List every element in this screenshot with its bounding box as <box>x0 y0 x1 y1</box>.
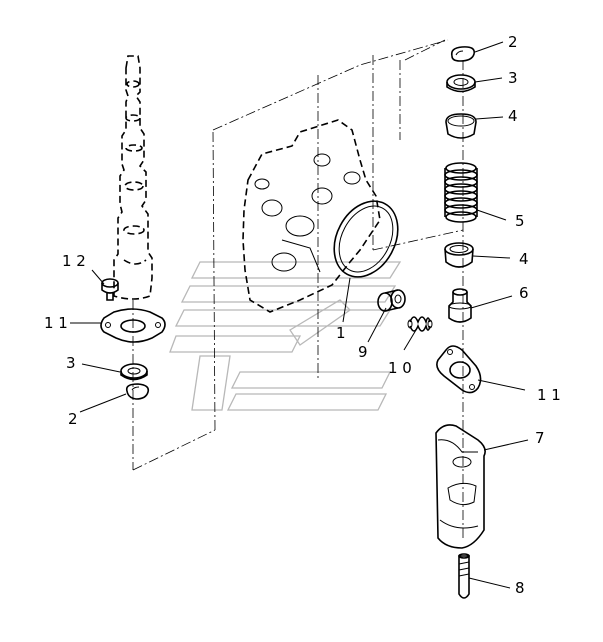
center-lines <box>132 39 464 540</box>
callout-3-left: 3 <box>66 354 76 372</box>
callout-10: 1 0 <box>388 359 412 377</box>
washer-part-3-right <box>446 74 476 93</box>
spring-part-5 <box>444 162 478 223</box>
callout-6: 6 <box>519 284 529 302</box>
gasket-part-11-right <box>436 345 482 394</box>
spring-part-10 <box>407 316 433 332</box>
callout-8: 8 <box>515 579 525 597</box>
snap-ring-part-2-left <box>125 383 150 400</box>
plug-part-6 <box>448 288 472 323</box>
callout-3-right: 3 <box>508 69 518 87</box>
cover-part-7 <box>435 424 486 549</box>
callout-11-right: 1 1 <box>537 386 561 404</box>
valve-body <box>242 119 381 313</box>
callout-7: 7 <box>535 429 545 447</box>
callout-labels: 2 3 4 5 4 6 1 9 1 0 1 1 7 8 1 2 1 1 3 2 <box>44 33 561 597</box>
callout-1: 1 <box>336 324 346 342</box>
valve-spool <box>113 55 153 300</box>
callout-9: 9 <box>358 343 368 361</box>
seat-part-4-bottom <box>444 242 474 268</box>
callout-11-left: 1 1 <box>44 314 68 332</box>
callout-2-left: 2 <box>68 410 78 428</box>
leader-lines <box>70 41 529 589</box>
screw-part-12 <box>101 278 119 301</box>
watermark-logo <box>169 261 402 411</box>
callout-2-right: 2 <box>508 33 518 51</box>
callout-5: 5 <box>515 212 525 230</box>
flange-part-11-left <box>100 308 166 343</box>
washer-part-3-left <box>120 363 148 381</box>
callout-4-top: 4 <box>508 107 518 125</box>
seat-part-4-top <box>445 113 477 139</box>
callout-4-bottom: 4 <box>519 250 529 268</box>
callout-12-left: 1 2 <box>62 252 86 270</box>
bolt-part-8 <box>458 553 470 599</box>
sleeve-part-9 <box>377 289 406 312</box>
snap-ring-part-2-right <box>450 46 476 62</box>
o-ring-part-1 <box>333 200 399 278</box>
